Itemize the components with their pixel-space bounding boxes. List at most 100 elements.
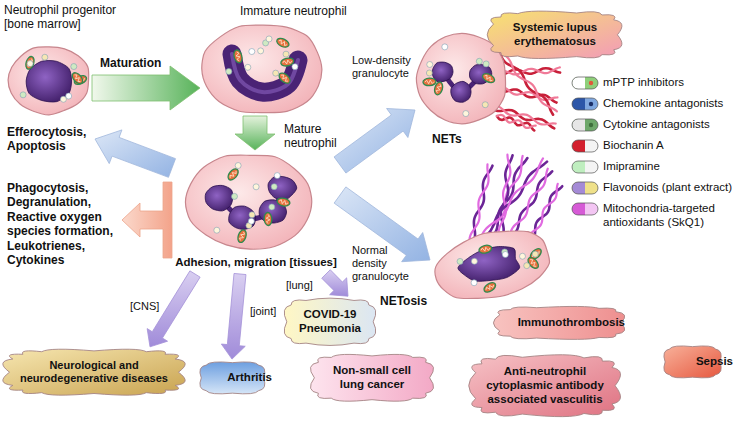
granule [274,173,280,179]
mitochondrion-cristae [531,250,540,259]
net-fiber [500,53,557,111]
granule [273,70,279,76]
cloud-outline [469,355,621,417]
cell-body [8,47,89,115]
granule [249,49,255,55]
legend-capsule [572,119,598,131]
mitochondrion-cristae [485,283,495,291]
migration-arrow [322,270,348,296]
disease-cloud: Non-small cell lung cancer [309,352,435,404]
edge-label-holder: [joint] [250,305,276,318]
capsule-half [572,140,598,152]
capsule-dot [589,102,593,106]
capsule-dot [589,81,593,85]
granule [283,51,289,57]
edge-label-holder: [lung] [286,279,313,292]
edge-label-holder: [CNS] [130,300,159,313]
legend-label: Cytokine antagonists [603,118,710,132]
function-text-box: Efferocytosis, Apoptosis [4,122,95,157]
netosis-cell: NETosis [430,225,555,300]
granule [457,258,463,264]
granule [471,280,477,286]
capsule-half [572,182,598,194]
disease-name: Arthritis [227,371,272,385]
mitochondrion-cristae [280,74,289,83]
legend-row: Chemokine antagonists [603,97,745,111]
nucleus [229,206,256,229]
legend-capsule [572,203,598,215]
mitochondrion [276,197,290,207]
mitochondrion [264,212,272,225]
mitochondrion-body [277,71,292,85]
granule [482,102,488,108]
mitochondrion [24,55,35,70]
granule [71,64,77,70]
text-holder: Immature neutrophil [240,4,347,18]
granule [214,227,220,233]
text-holder: Arthritis [210,371,290,385]
disease-cloud: Immunothrombosis [493,304,626,342]
legend-capsule [572,182,598,194]
cell-label: Immature neutrophil [240,4,347,18]
granule [27,61,33,67]
text-holder: Phagocytosis, Degranulation, Reactive ox… [7,181,119,267]
text-holder: NETs [432,132,462,146]
net-fiber [510,169,548,237]
edge-label: Normal density granulocyte [352,244,414,284]
legend-label: Imipramine [603,160,660,174]
capsule-half [572,119,598,131]
granule [476,58,482,64]
capsule-half [572,203,598,215]
mitochondrion-body [24,55,35,70]
cell-body [185,155,311,249]
cloud-outline [3,349,185,395]
granule [502,251,508,257]
granule [248,218,254,224]
legend-row: Imipramine [603,160,745,174]
net-fiber [497,115,536,128]
legend-capsule [572,98,598,110]
granule [442,44,448,50]
capsule-outline [572,140,598,152]
capsule-half [572,77,598,89]
cell-label: Adhesion, migration [tissues] [175,256,337,270]
granule [524,263,530,269]
granule [235,163,241,169]
mitochondrion [226,167,240,182]
cell-label: NETosis [380,294,427,308]
capsule-outline [572,203,598,215]
mitochondrion-cristae [279,199,289,204]
cell-illustration [200,22,326,116]
mitochondrion [482,281,497,294]
legend-label: Biochanin A [603,139,664,153]
mitochondrion-cristae [278,39,288,46]
mitochondrion [478,244,492,254]
disease-name: Neurological and neurodegenerative disea… [16,359,172,385]
capsule-outline [572,119,598,131]
mitochondrion-cristae [481,246,491,252]
capsule-outline [572,182,598,194]
mitochondrion-body [70,71,84,86]
granule [245,64,251,70]
granule [266,36,272,42]
granule [292,64,298,70]
text-holder: Neutrophil progenitor [bone marrow] [4,3,134,32]
disease-cloud: COVID-19 Pneumonia [282,296,378,348]
cloud-outline [494,307,625,340]
mitochondrion-body [433,81,444,96]
function-text: Efferocytosis, Apoptosis [7,125,92,154]
mitochondrion-body [236,229,247,244]
function-text-box: Phagocytosis, Degranulation, Reactive ox… [4,178,122,270]
cell-illustration [172,150,340,274]
progenitor-cell: Neutrophil progenitor [bone marrow] [6,44,92,116]
legend-row: mPTP inhibitors [603,76,745,90]
granule [253,184,259,190]
mitochondrion-body [264,212,272,225]
mitochondrion-cristae [27,58,33,68]
edge-label: [CNS] [130,300,159,313]
immature-neutrophil-cell: Immature neutrophil [200,22,326,116]
disease-cloud: Neurological and neurodegenerative disea… [3,347,185,397]
granule [426,70,432,76]
disease-name: Sepsis [696,355,733,369]
legend-capsule [572,161,598,173]
